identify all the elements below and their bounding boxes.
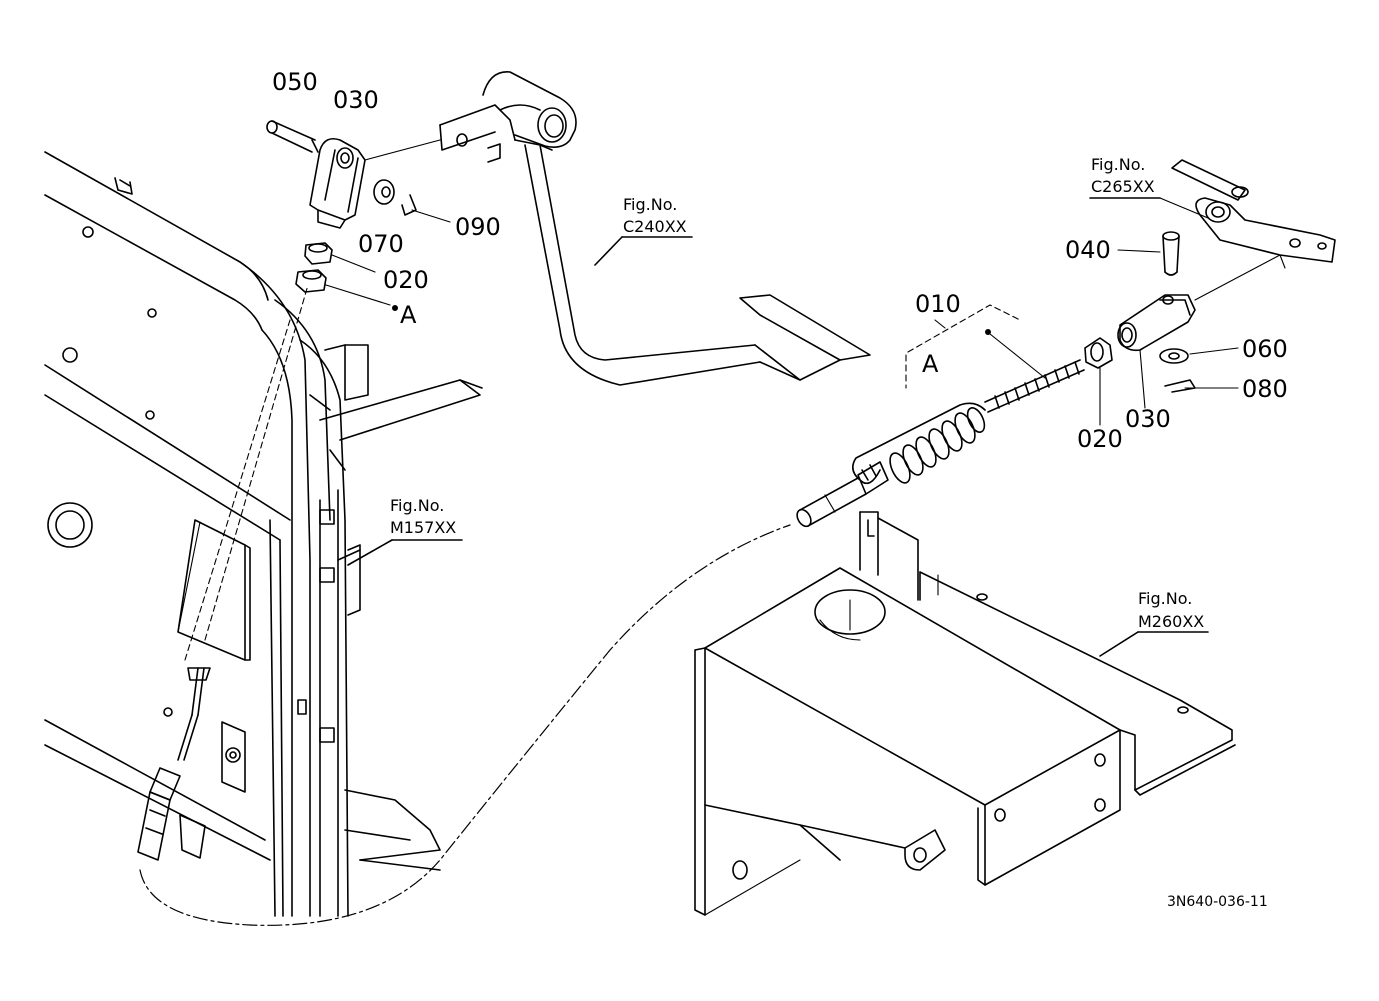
callout-050: 050 (272, 68, 318, 96)
clutch-cable-010 (796, 359, 1085, 528)
frame-panel-left (44, 151, 483, 917)
clevis-030-top (309, 137, 441, 229)
clip-080 (1164, 379, 1239, 393)
fig-ref-m260-line2: M260XX (1138, 612, 1204, 631)
nut-020-right (1084, 337, 1113, 426)
linkage-c265 (1159, 159, 1336, 269)
clip-090 (401, 194, 451, 223)
nut-020-top (295, 242, 398, 311)
fig-ref-m157-line1: Fig.No. (390, 496, 444, 515)
fig-ref-m260-line1: Fig.No. (1138, 589, 1192, 608)
callout-030-right: 030 (1125, 405, 1171, 433)
fig-ref-c240-line1: Fig.No. (623, 195, 677, 214)
fig-ref-m157-line2: M157XX (390, 518, 456, 537)
callout-a-view: A (922, 350, 939, 378)
callout-060: 060 (1242, 335, 1288, 363)
callout-070: 070 (358, 230, 404, 258)
pin-040 (1117, 231, 1180, 276)
view-a-bracket (905, 304, 1046, 389)
callout-020-right: 020 (1077, 425, 1123, 453)
fig-ref-c240-line2: C240XX (623, 217, 687, 236)
fig-ref-c265-line2: C265XX (1091, 177, 1155, 196)
callout-040: 040 (1065, 236, 1111, 264)
bracket-m260 (694, 511, 1236, 916)
callout-080: 080 (1242, 375, 1288, 403)
callout-010: 010 (915, 290, 961, 318)
clutch-cable-routing (139, 524, 791, 926)
leader-lines (347, 197, 1209, 657)
callout-labels: 050 030 070 090 020 A 010 A 040 060 080 … (272, 68, 1288, 453)
drawing-code: 3N640-036-11 (1167, 894, 1268, 910)
cable-end-left (137, 284, 309, 861)
clevis-030-right (1117, 254, 1281, 409)
fig-ref-c265-line1: Fig.No. (1091, 155, 1145, 174)
callout-090: 090 (455, 213, 501, 241)
figure-reference-labels: Fig.No. C240XX Fig.No. C265XX Fig.No. M1… (390, 155, 1204, 631)
callout-a-top: A (400, 301, 417, 329)
pedal-arm (439, 71, 871, 386)
callout-030-top: 030 (333, 86, 379, 114)
callout-020-top: 020 (383, 266, 429, 294)
washer-060 (1159, 347, 1239, 364)
pin-050 (266, 120, 319, 153)
washer-070 (373, 179, 395, 205)
